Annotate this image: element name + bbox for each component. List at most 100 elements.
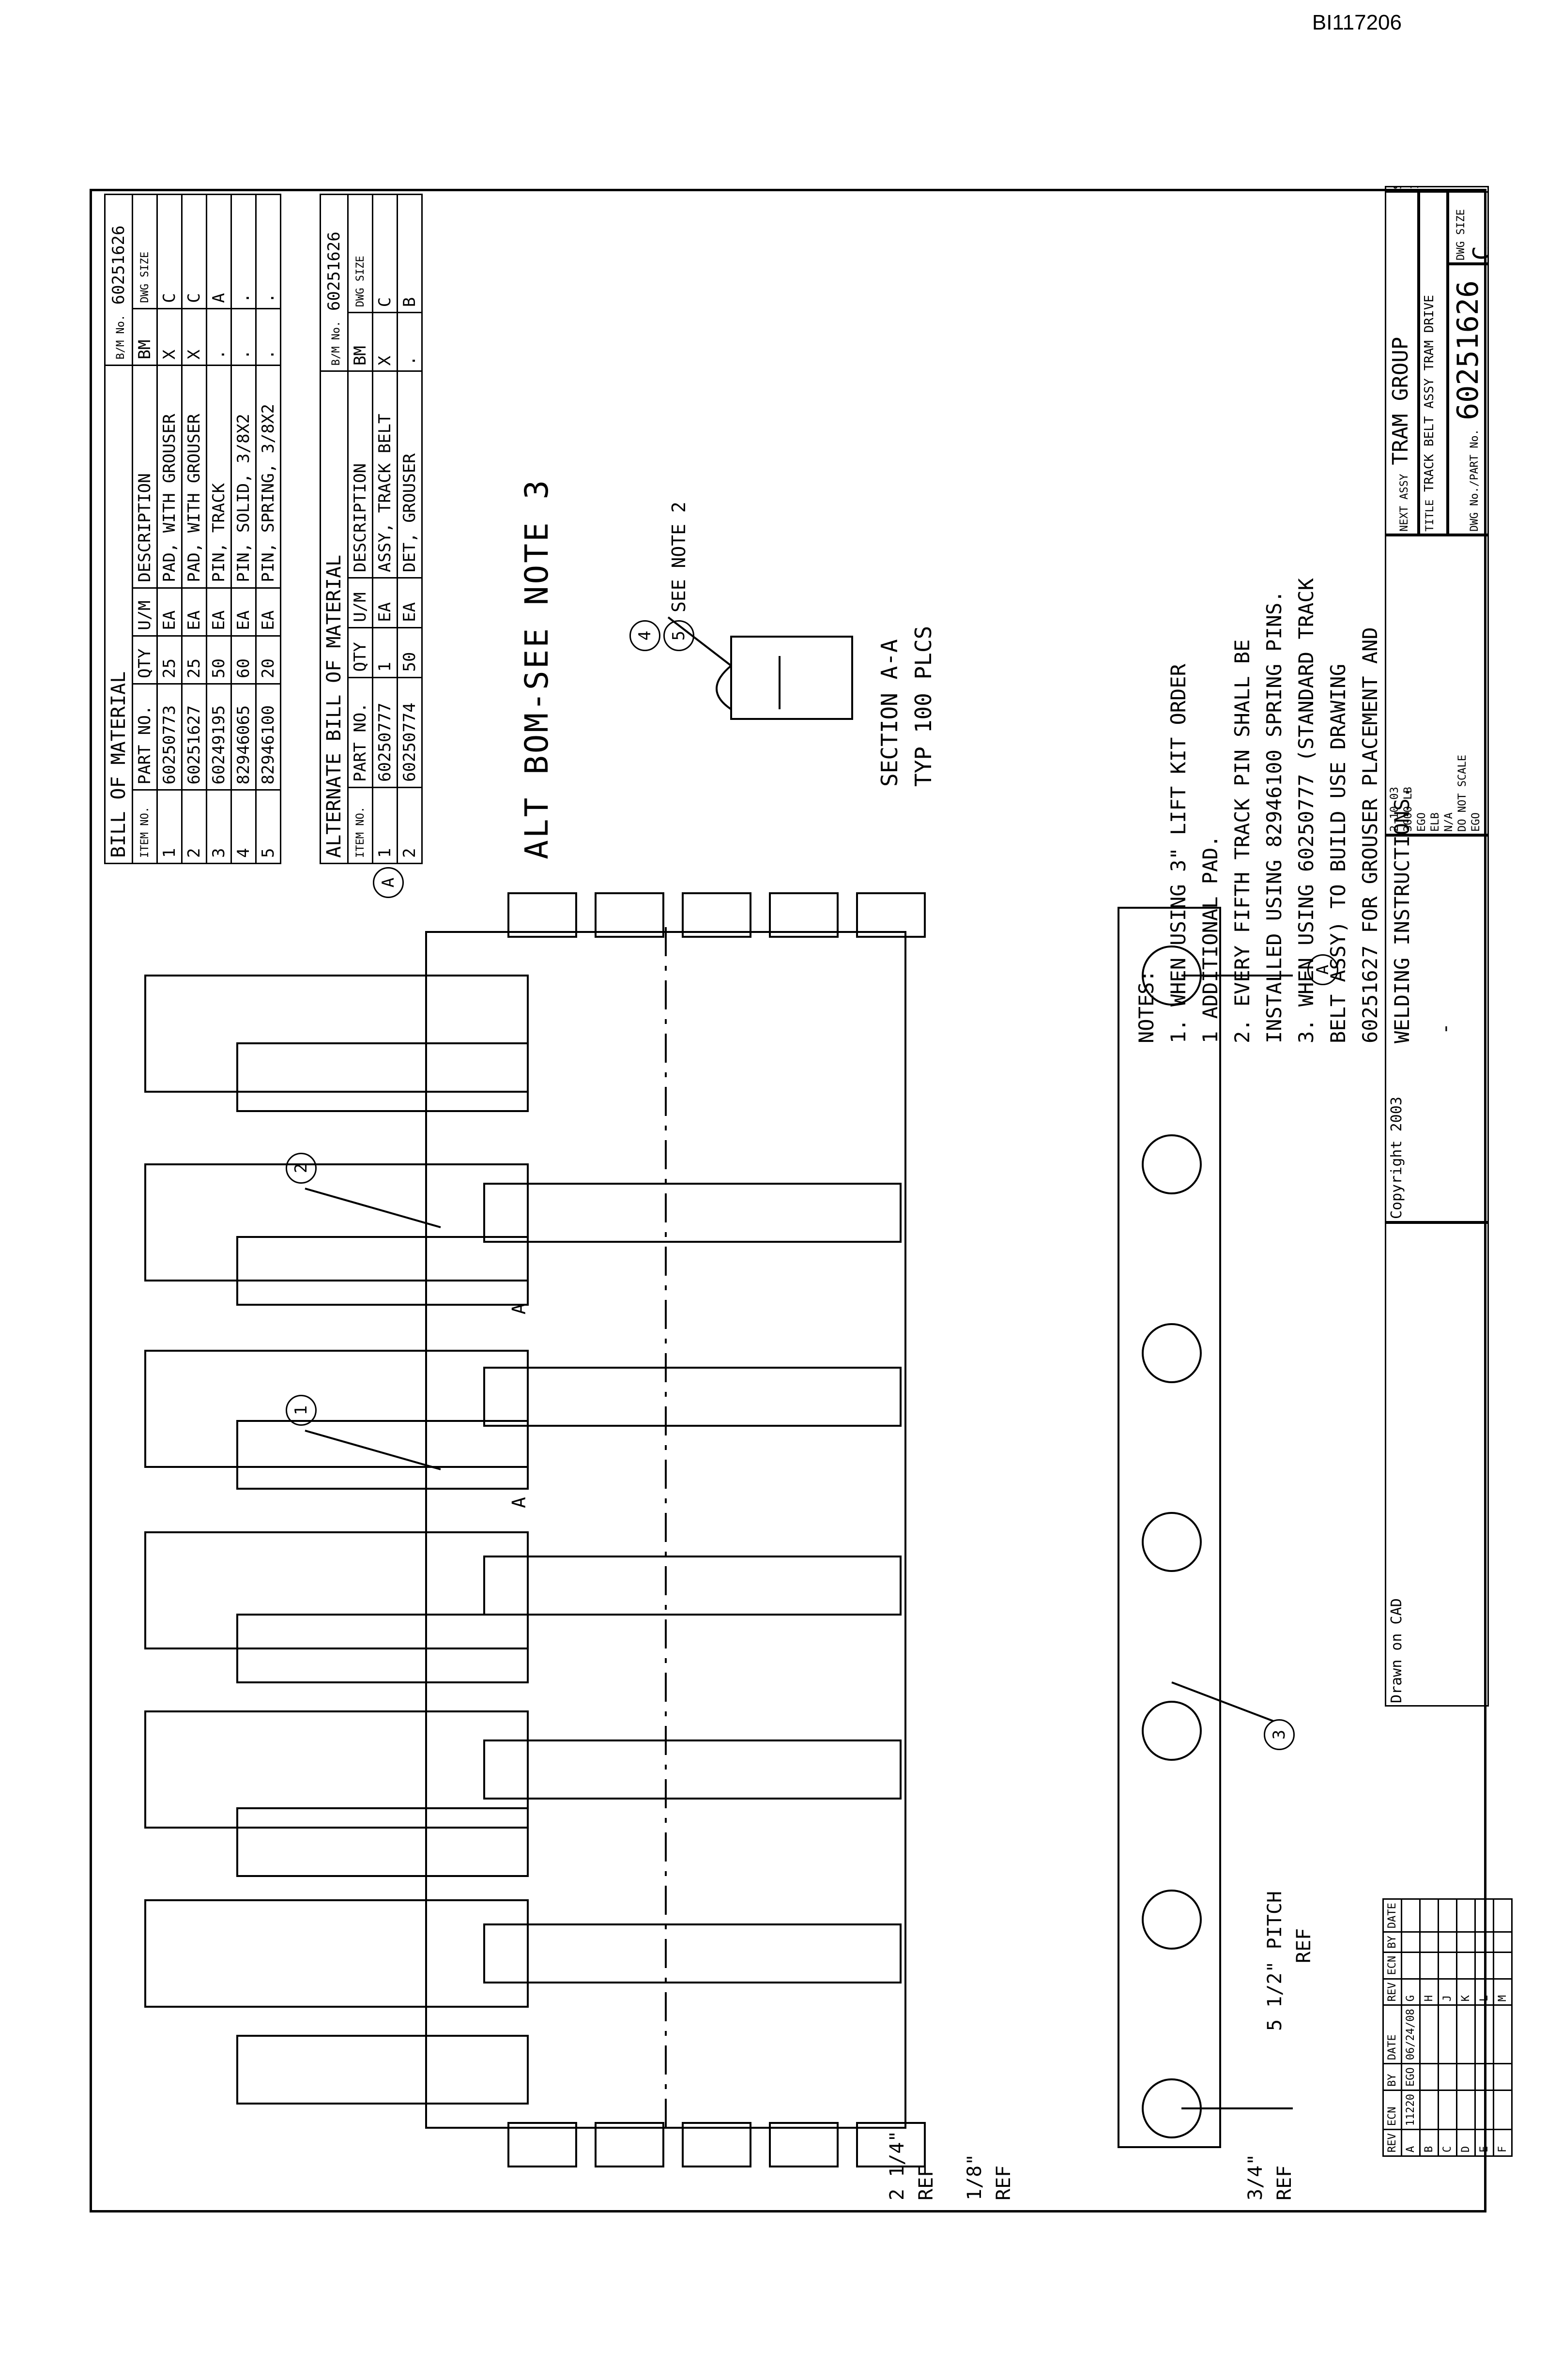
cell: C xyxy=(372,194,398,313)
cell: X xyxy=(157,308,182,366)
cell: B xyxy=(397,194,422,313)
pitch-ref: REF xyxy=(1293,1928,1315,1963)
cell: 60250777 xyxy=(372,677,398,788)
cell: PAD, WITH GROUSER xyxy=(157,365,182,588)
rev-ecn xyxy=(1420,2090,1439,2130)
rev-letter: D xyxy=(1456,2129,1475,2156)
cell: 2 xyxy=(182,790,207,864)
rev-letter: A xyxy=(1401,2129,1420,2156)
pitch-dimension: 5 1/2" PITCH xyxy=(1264,1891,1286,2031)
alt-bom-note: ALT BOM-SEE NOTE 3 xyxy=(518,478,555,859)
drawn-by-value: ELB xyxy=(1429,812,1441,832)
cell: . xyxy=(231,308,256,366)
cell: 60250773 xyxy=(157,684,182,790)
rev-letter: C xyxy=(1438,2129,1457,2156)
alt-bom-number: 60251626 xyxy=(324,231,344,311)
title-block: REV ECN BY DATE REV ECN BY DATE A 11220 … xyxy=(1123,186,1512,2156)
rev-ecn xyxy=(1456,2090,1475,2130)
balloon-item-5: 5 xyxy=(663,620,694,651)
cell: X xyxy=(182,308,207,366)
rev-ecn xyxy=(1493,1952,1512,1979)
balloon-item-1: 1 xyxy=(286,1395,317,1426)
material-value: 3000 LB xyxy=(1402,787,1414,832)
cell: 82946100 xyxy=(256,684,281,790)
rev-header: REV xyxy=(1383,2129,1402,2156)
next-assy-cell: NEXT ASSY TRAM GROUP xyxy=(1385,191,1419,535)
rev-letter: J xyxy=(1438,1979,1457,2005)
date-value: 2-10-03 xyxy=(1389,787,1401,832)
by-header: BY xyxy=(1383,2063,1402,2090)
dwg-size-label: DWG SIZE xyxy=(1455,209,1467,260)
col-qty: QTY xyxy=(348,627,373,678)
cell: . xyxy=(256,194,281,309)
rev-date xyxy=(1475,2005,1494,2064)
cell: C xyxy=(182,194,207,309)
section-a-a-view xyxy=(716,636,853,720)
rev-by xyxy=(1493,1932,1512,1953)
rev-date xyxy=(1493,1899,1512,1932)
cell: PIN, SPRING, 3/8X2 xyxy=(256,365,281,588)
rev-date xyxy=(1456,2005,1475,2064)
cell: X xyxy=(372,312,398,371)
cell: 60249195 xyxy=(206,684,231,790)
col-item-no: ITEM NO. xyxy=(132,790,157,864)
rev-by xyxy=(1401,1932,1420,1953)
cell: 2 xyxy=(397,787,422,864)
rev-ecn xyxy=(1420,1952,1439,1979)
sheet-value: 1 xyxy=(1409,186,1421,189)
by-header: BY xyxy=(1383,1932,1402,1953)
rev-header: REV xyxy=(1383,1979,1402,2005)
rev-ecn: 11220 xyxy=(1401,2090,1420,2130)
ecn-header: ECN xyxy=(1383,2090,1402,2130)
rev-date xyxy=(1438,1899,1457,1932)
bom-number-label: B/M No. xyxy=(115,314,127,360)
rev-date xyxy=(1493,2005,1512,2064)
bom-number-cell: B/M No. 60251626 xyxy=(105,194,133,366)
cell: . xyxy=(206,308,231,366)
cell: 20 xyxy=(256,636,281,684)
side-view-chain xyxy=(1118,907,1293,2148)
rev-date xyxy=(1401,1899,1420,1932)
date-header: DATE xyxy=(1383,2005,1402,2064)
cell: PIN, SOLID, 3/8X2 xyxy=(231,365,256,588)
revision-table: REV ECN BY DATE REV ECN BY DATE A 11220 … xyxy=(1382,1898,1513,2157)
cell: 1 xyxy=(372,787,398,864)
cell: ASSY, TRACK BELT xyxy=(372,371,398,578)
rev-date xyxy=(1420,2005,1439,2064)
col-description: DESCRIPTION xyxy=(348,371,373,578)
approvals-cell: 2-10-03 3000 LB EGO ELB N/A DO NOT SCALE… xyxy=(1385,535,1489,835)
rev-date xyxy=(1438,2005,1457,2064)
next-assy-label: NEXT ASSY xyxy=(1398,473,1410,532)
date-header: DATE xyxy=(1383,1899,1402,1932)
cell: EA xyxy=(397,578,422,628)
dim-3-4: 3/4" xyxy=(1244,2153,1267,2200)
cell: . xyxy=(256,308,281,366)
rev-by xyxy=(1456,1932,1475,1953)
title-label: TITLE xyxy=(1424,499,1436,532)
rev-ecn xyxy=(1475,2090,1494,2130)
rev-date: 06/24/08 xyxy=(1401,2005,1420,2064)
rev-ecn xyxy=(1475,1952,1494,1979)
dwg-no-label: DWG No./PART No. xyxy=(1469,429,1481,532)
cell: 50 xyxy=(397,627,422,678)
cell: EA xyxy=(372,578,398,628)
balloon-item-3: 3 xyxy=(1264,1719,1295,1750)
col-qty: QTY xyxy=(132,636,157,684)
rev-letter: B xyxy=(1420,2129,1439,2156)
cell: 25 xyxy=(157,636,182,684)
cell: 3 xyxy=(206,790,231,864)
dwg-size-cell: DWG SIZE C xyxy=(1448,191,1489,264)
rev-letter: H xyxy=(1420,1979,1439,2005)
drawing-sheet: 2 1 3 A A 5 1/2" PITCH REF 2 1/4" REF 1/… xyxy=(90,186,1512,2212)
cell: . xyxy=(397,312,422,371)
dwg-size-value: C xyxy=(1468,246,1489,260)
rev-letter: G xyxy=(1401,1979,1420,2005)
rev-ecn xyxy=(1493,2090,1512,2130)
balloon-item-4: 4 xyxy=(629,620,660,651)
revision-row: B H xyxy=(1420,1899,1439,2156)
cell: 1 xyxy=(372,627,398,678)
rev-letter: E xyxy=(1475,2129,1494,2156)
